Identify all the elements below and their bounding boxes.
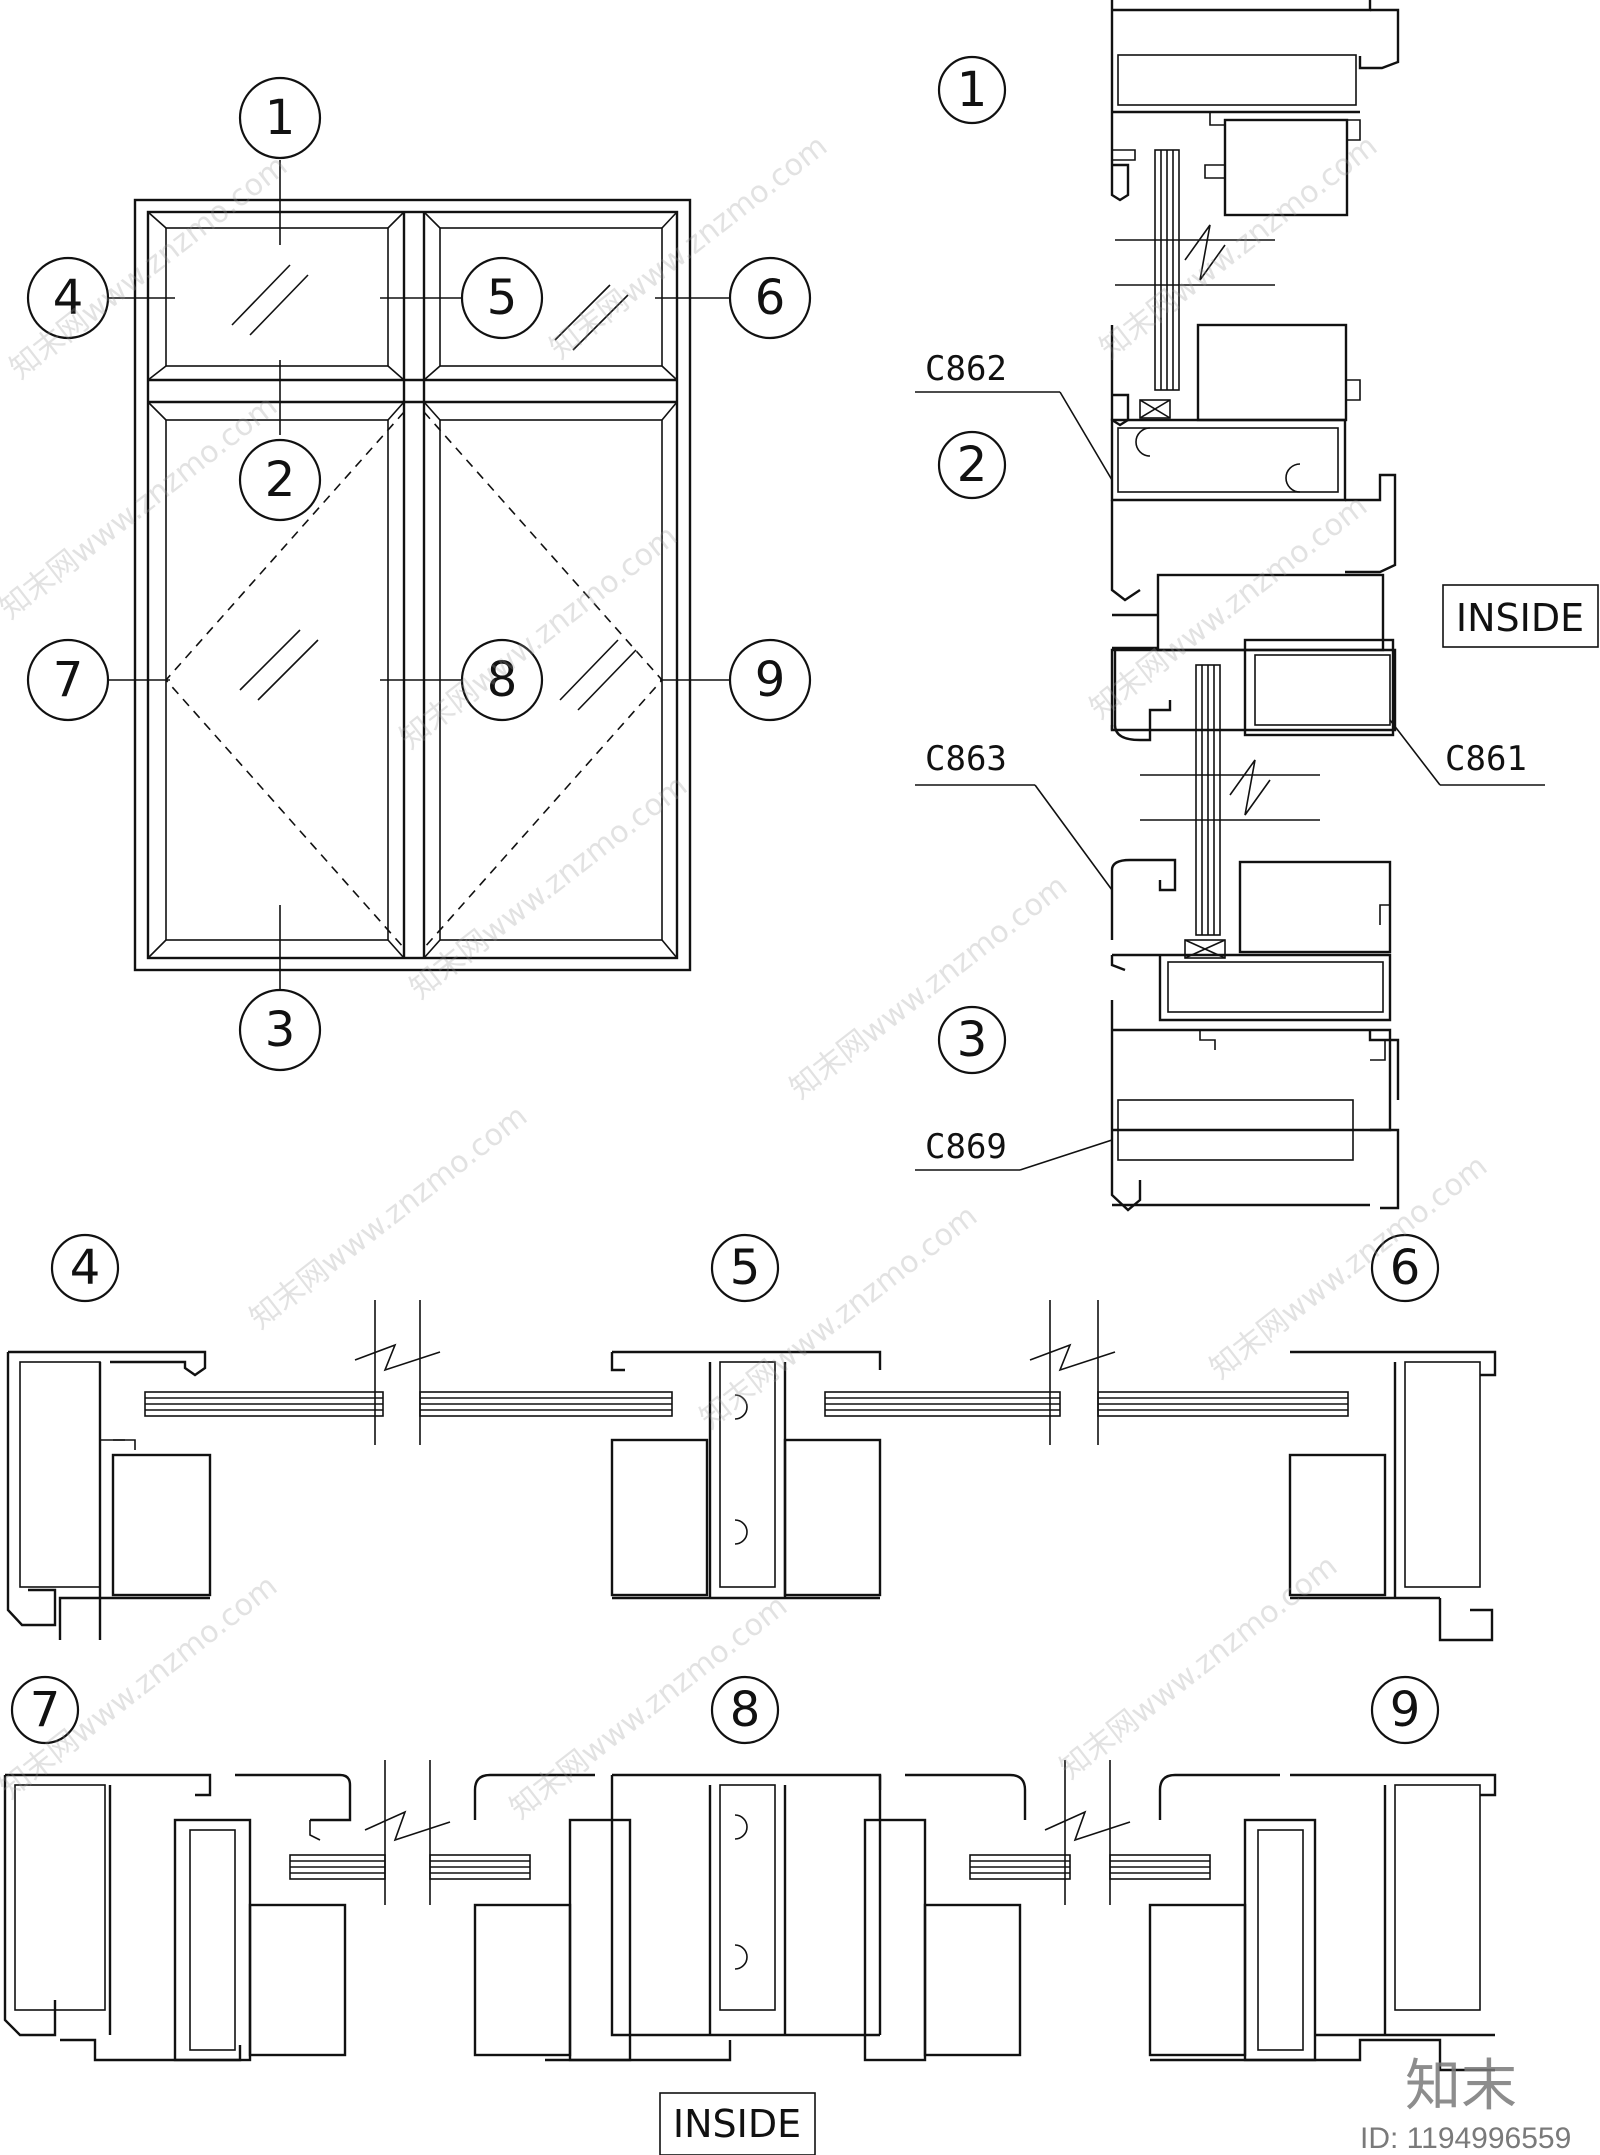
label-c861: C861 xyxy=(1445,739,1527,779)
svg-text:5: 5 xyxy=(487,270,518,326)
elevation-bubble-7: 7 xyxy=(26,638,110,722)
hsection-bubble-6: 6 xyxy=(1370,1233,1440,1303)
elevation-bubble-6: 6 xyxy=(728,256,812,340)
asset-id: ID: 1194996559 xyxy=(1360,2122,1571,2155)
watermark: 知末网www.znzmo.com xyxy=(693,1198,984,1436)
svg-text:4: 4 xyxy=(70,1240,101,1296)
svg-text:4: 4 xyxy=(53,270,84,326)
svg-text:1: 1 xyxy=(957,62,988,118)
section-bubble-2: 2 xyxy=(937,430,1007,500)
hsection-bubble-8: 8 xyxy=(710,1675,780,1745)
watermark: 知末网www.znzmo.com xyxy=(783,868,1074,1106)
hsection-bubble-4: 4 xyxy=(50,1233,120,1303)
inside-label-bottom: INSIDE xyxy=(659,2092,816,2155)
horizontal-section-fixed xyxy=(6,1300,1497,1642)
watermark: 知末网www.znzmo.com xyxy=(1083,488,1374,726)
label-c863: C863 xyxy=(925,739,1007,779)
vertical-section xyxy=(915,0,1545,1212)
hsection-bubble-5: 5 xyxy=(710,1233,780,1303)
hsection-bubble-7: 7 xyxy=(10,1675,80,1745)
svg-text:9: 9 xyxy=(755,652,786,708)
elevation-bubble-2: 2 xyxy=(238,438,322,522)
watermark: 知末网www.znzmo.com xyxy=(0,388,284,626)
watermark: 知末网www.znzmo.com xyxy=(1203,1148,1494,1386)
watermark: 知末网www.znzmo.com xyxy=(1093,128,1384,366)
svg-text:6: 6 xyxy=(1390,1240,1421,1296)
svg-text:7: 7 xyxy=(30,1682,61,1738)
label-c869: C869 xyxy=(925,1127,1007,1167)
elevation-bubble-8: 8 xyxy=(460,638,544,722)
watermark: 知末网www.znzmo.com xyxy=(393,518,684,756)
watermark: 知末网www.znzmo.com xyxy=(1053,1548,1344,1786)
svg-text:6: 6 xyxy=(755,270,786,326)
svg-text:INSIDE: INSIDE xyxy=(673,2102,801,2146)
watermark-layer: 知末网www.znzmo.com 知末网www.znzmo.com 知末网www… xyxy=(0,128,1494,1826)
svg-text:8: 8 xyxy=(487,652,518,708)
svg-text:INSIDE: INSIDE xyxy=(1456,596,1584,640)
svg-text:2: 2 xyxy=(265,452,296,508)
svg-text:9: 9 xyxy=(1390,1682,1421,1738)
label-c862: C862 xyxy=(925,349,1007,389)
elevation-bubble-1: 1 xyxy=(238,76,322,160)
svg-text:8: 8 xyxy=(730,1682,761,1738)
window-elevation xyxy=(108,160,730,990)
horizontal-section-casement xyxy=(3,1760,1497,2072)
svg-text:1: 1 xyxy=(265,90,296,146)
elevation-bubble-9: 9 xyxy=(728,638,812,722)
elevation-bubble-3: 3 xyxy=(238,988,322,1072)
svg-text:3: 3 xyxy=(265,1002,296,1058)
elevation-bubble-4: 4 xyxy=(26,256,110,340)
svg-text:5: 5 xyxy=(730,1240,761,1296)
svg-text:7: 7 xyxy=(53,652,84,708)
elevation-bubble-5: 5 xyxy=(460,256,544,340)
svg-text:3: 3 xyxy=(957,1012,988,1068)
section-bubble-3: 3 xyxy=(937,1005,1007,1075)
svg-text:2: 2 xyxy=(957,437,988,493)
watermark: 知末网www.znzmo.com xyxy=(243,1098,534,1336)
brand-logo: 知末 xyxy=(1405,2054,1517,2119)
inside-label-vertical: INSIDE xyxy=(1442,584,1599,648)
hsection-bubble-9: 9 xyxy=(1370,1675,1440,1745)
section-bubble-1: 1 xyxy=(937,55,1007,125)
